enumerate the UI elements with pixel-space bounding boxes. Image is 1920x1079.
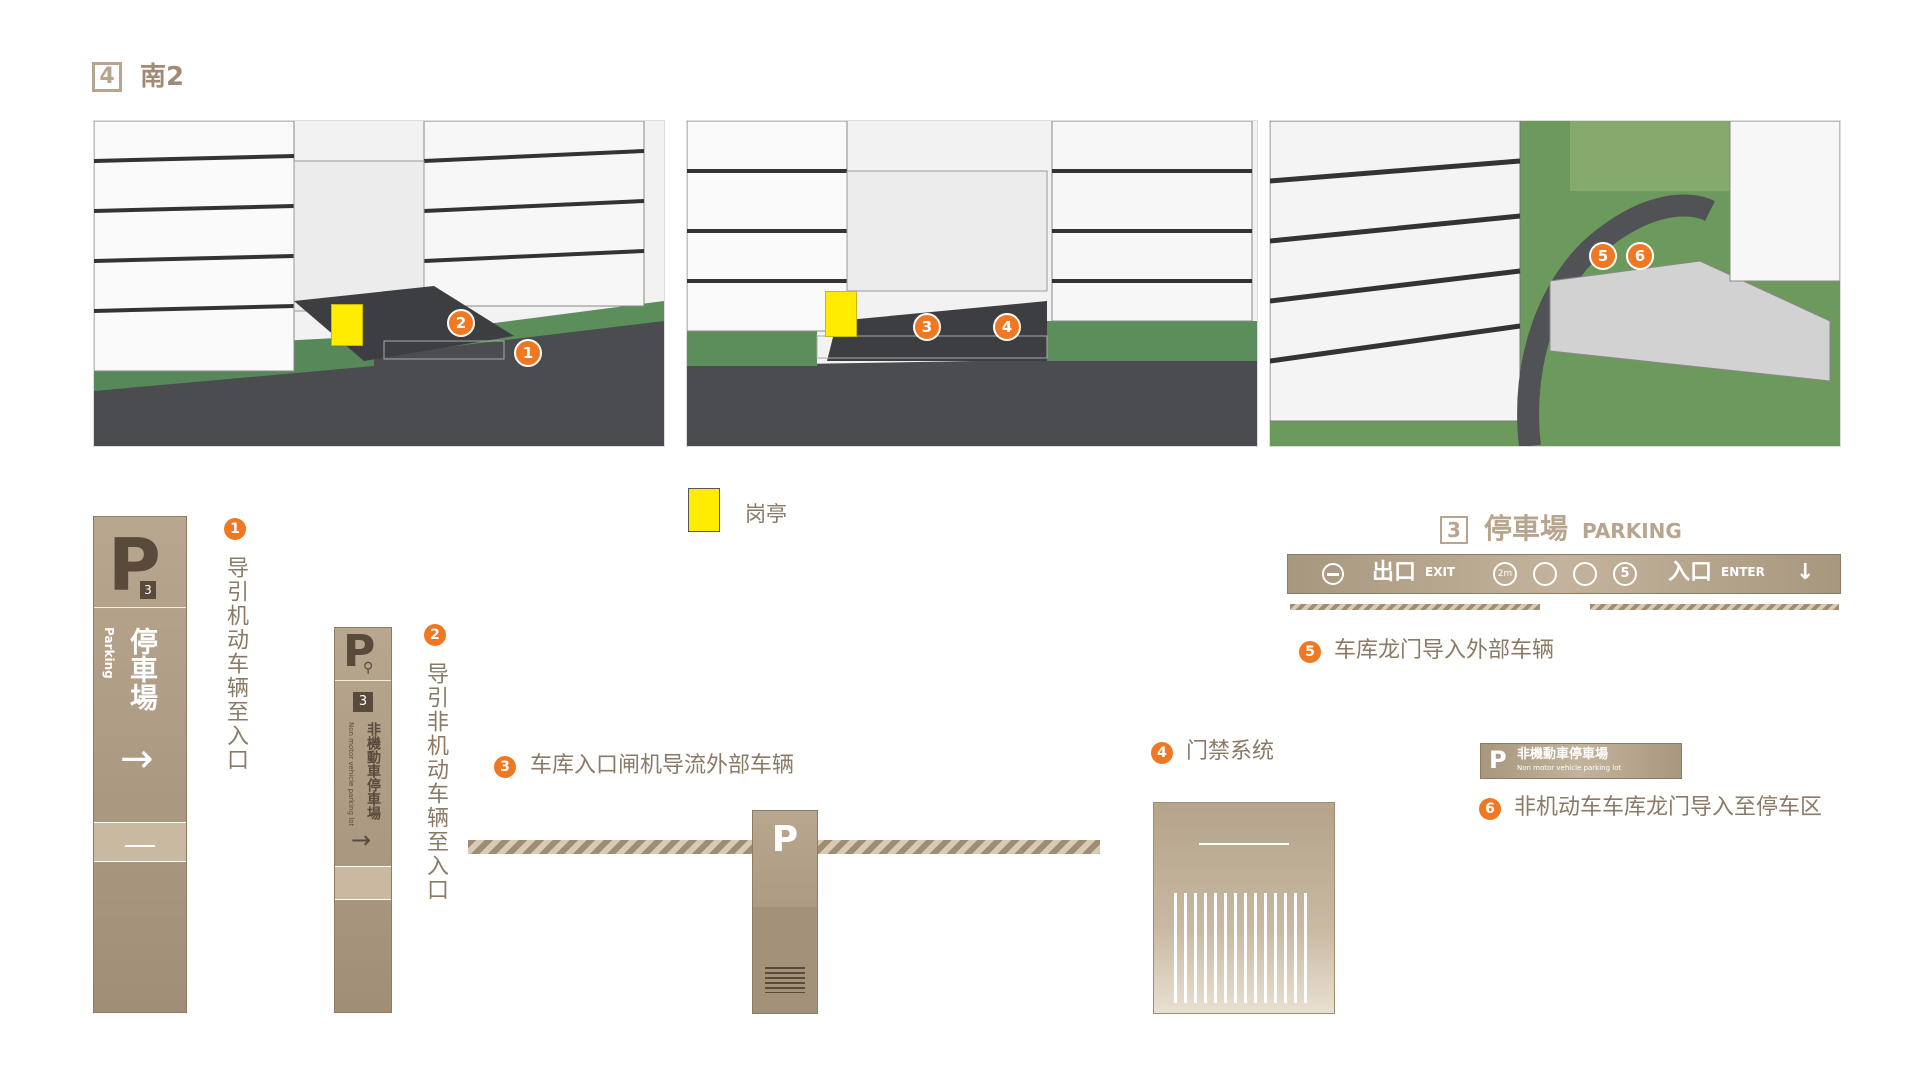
arrow-right-icon: → [351, 826, 372, 854]
section-title: 南2 [140, 62, 185, 92]
rendering-photo-1: 2 1 [93, 120, 665, 447]
nm-sign-cn: 非機動車停車場 [1517, 747, 1609, 762]
gantry-enter-cn: 入口 [1668, 560, 1713, 585]
height-limit-icon: 2m [1493, 562, 1517, 586]
photo-marker-4: 4 [993, 313, 1021, 341]
gate-bars [1174, 893, 1314, 1003]
no-entry-icon [1322, 563, 1344, 585]
guard-booth-marker [331, 304, 363, 346]
non-motor-pylon-sign: P ⚲ 3 非機動車停車場 Non motor vehicle parking … [334, 627, 392, 1013]
sign1-cn: 停車場 [126, 627, 159, 711]
level-badge: 3 [353, 692, 373, 712]
gantry-lane-strip-left [1290, 604, 1540, 610]
gantry-exit-en: EXIT [1425, 565, 1456, 579]
access-control-gate [1153, 802, 1335, 1014]
gantry-title-cn: 停車場 [1484, 512, 1569, 545]
item-number-6: 6 [1479, 798, 1501, 820]
level-badge: 3 [140, 581, 156, 599]
item-caption-4: 门禁系统 [1186, 739, 1275, 764]
item-caption-3: 车库入口闸机导流外部车辆 [530, 753, 795, 778]
bicycle-icon: ⚲ [363, 660, 374, 676]
item-number-2: 2 [424, 624, 446, 646]
barrier-panel [753, 907, 817, 1011]
barrier-p-letter: P [771, 819, 799, 860]
no-parking-icon [1573, 562, 1597, 586]
logo-emblem-icon [1199, 835, 1289, 845]
gantry-index: 3 [1440, 516, 1468, 544]
photo-marker-6: 6 [1626, 242, 1654, 270]
gantry-lane-strip-right [1590, 604, 1839, 610]
section-number: 4 [92, 62, 122, 92]
item-number-3: 3 [494, 756, 516, 778]
guard-booth-legend-swatch [688, 488, 720, 532]
speed-limit-icon: 5 [1613, 562, 1637, 586]
no-honking-icon [1533, 562, 1557, 586]
item-number-5: 5 [1299, 641, 1321, 663]
nm-sign-en: Non motor vehicle parking lot [1517, 764, 1622, 772]
gantry-exit-cn: 出口 [1372, 560, 1417, 585]
rendering-photo-3: 5 6 [1269, 120, 1841, 447]
item-number-4: 4 [1151, 742, 1173, 764]
photo-marker-2: 2 [447, 309, 475, 337]
item-caption-5: 车库龙门导入外部车辆 [1334, 638, 1555, 663]
item-caption-6: 非机动车车库龙门导入至停车区 [1514, 795, 1823, 820]
non-motor-gantry-sign: P 非機動車停車場 Non motor vehicle parking lot [1480, 743, 1682, 779]
photo-marker-3: 3 [913, 313, 941, 341]
gantry-enter-en: ENTER [1721, 565, 1765, 579]
sign2-en: Non motor vehicle parking lot [347, 722, 355, 827]
photo-marker-1: 1 [514, 339, 542, 367]
sign2-cn: 非機動車停車場 [365, 722, 381, 820]
arrow-down-icon: ↓ [1796, 560, 1815, 585]
photo-marker-5: 5 [1589, 242, 1617, 270]
rendering-photo-2: 3 4 [686, 120, 1258, 447]
p-letter: P [1489, 746, 1507, 774]
logo-emblem-icon [94, 822, 186, 862]
guard-booth-legend-label: 岗亭 [745, 502, 787, 526]
barrier-gate-post: P [752, 810, 818, 1014]
logo-emblem-icon [335, 866, 391, 900]
item-caption-1: 导引机动车辆至入口 [223, 556, 248, 772]
sign1-en: Parking [102, 627, 116, 679]
gantry-title-en: PARKING [1582, 519, 1682, 543]
guard-booth-marker [825, 291, 857, 337]
arrow-right-icon: → [120, 736, 154, 782]
p-letter: P [343, 626, 376, 677]
gantry-sign: 出口 EXIT 2m 5 入口 ENTER ↓ [1287, 554, 1841, 594]
parking-pylon-sign: P 3 停車場 Parking → [93, 516, 187, 1013]
item-caption-2: 导引非机动车辆至入口 [423, 662, 448, 902]
item-number-1: 1 [224, 518, 246, 540]
